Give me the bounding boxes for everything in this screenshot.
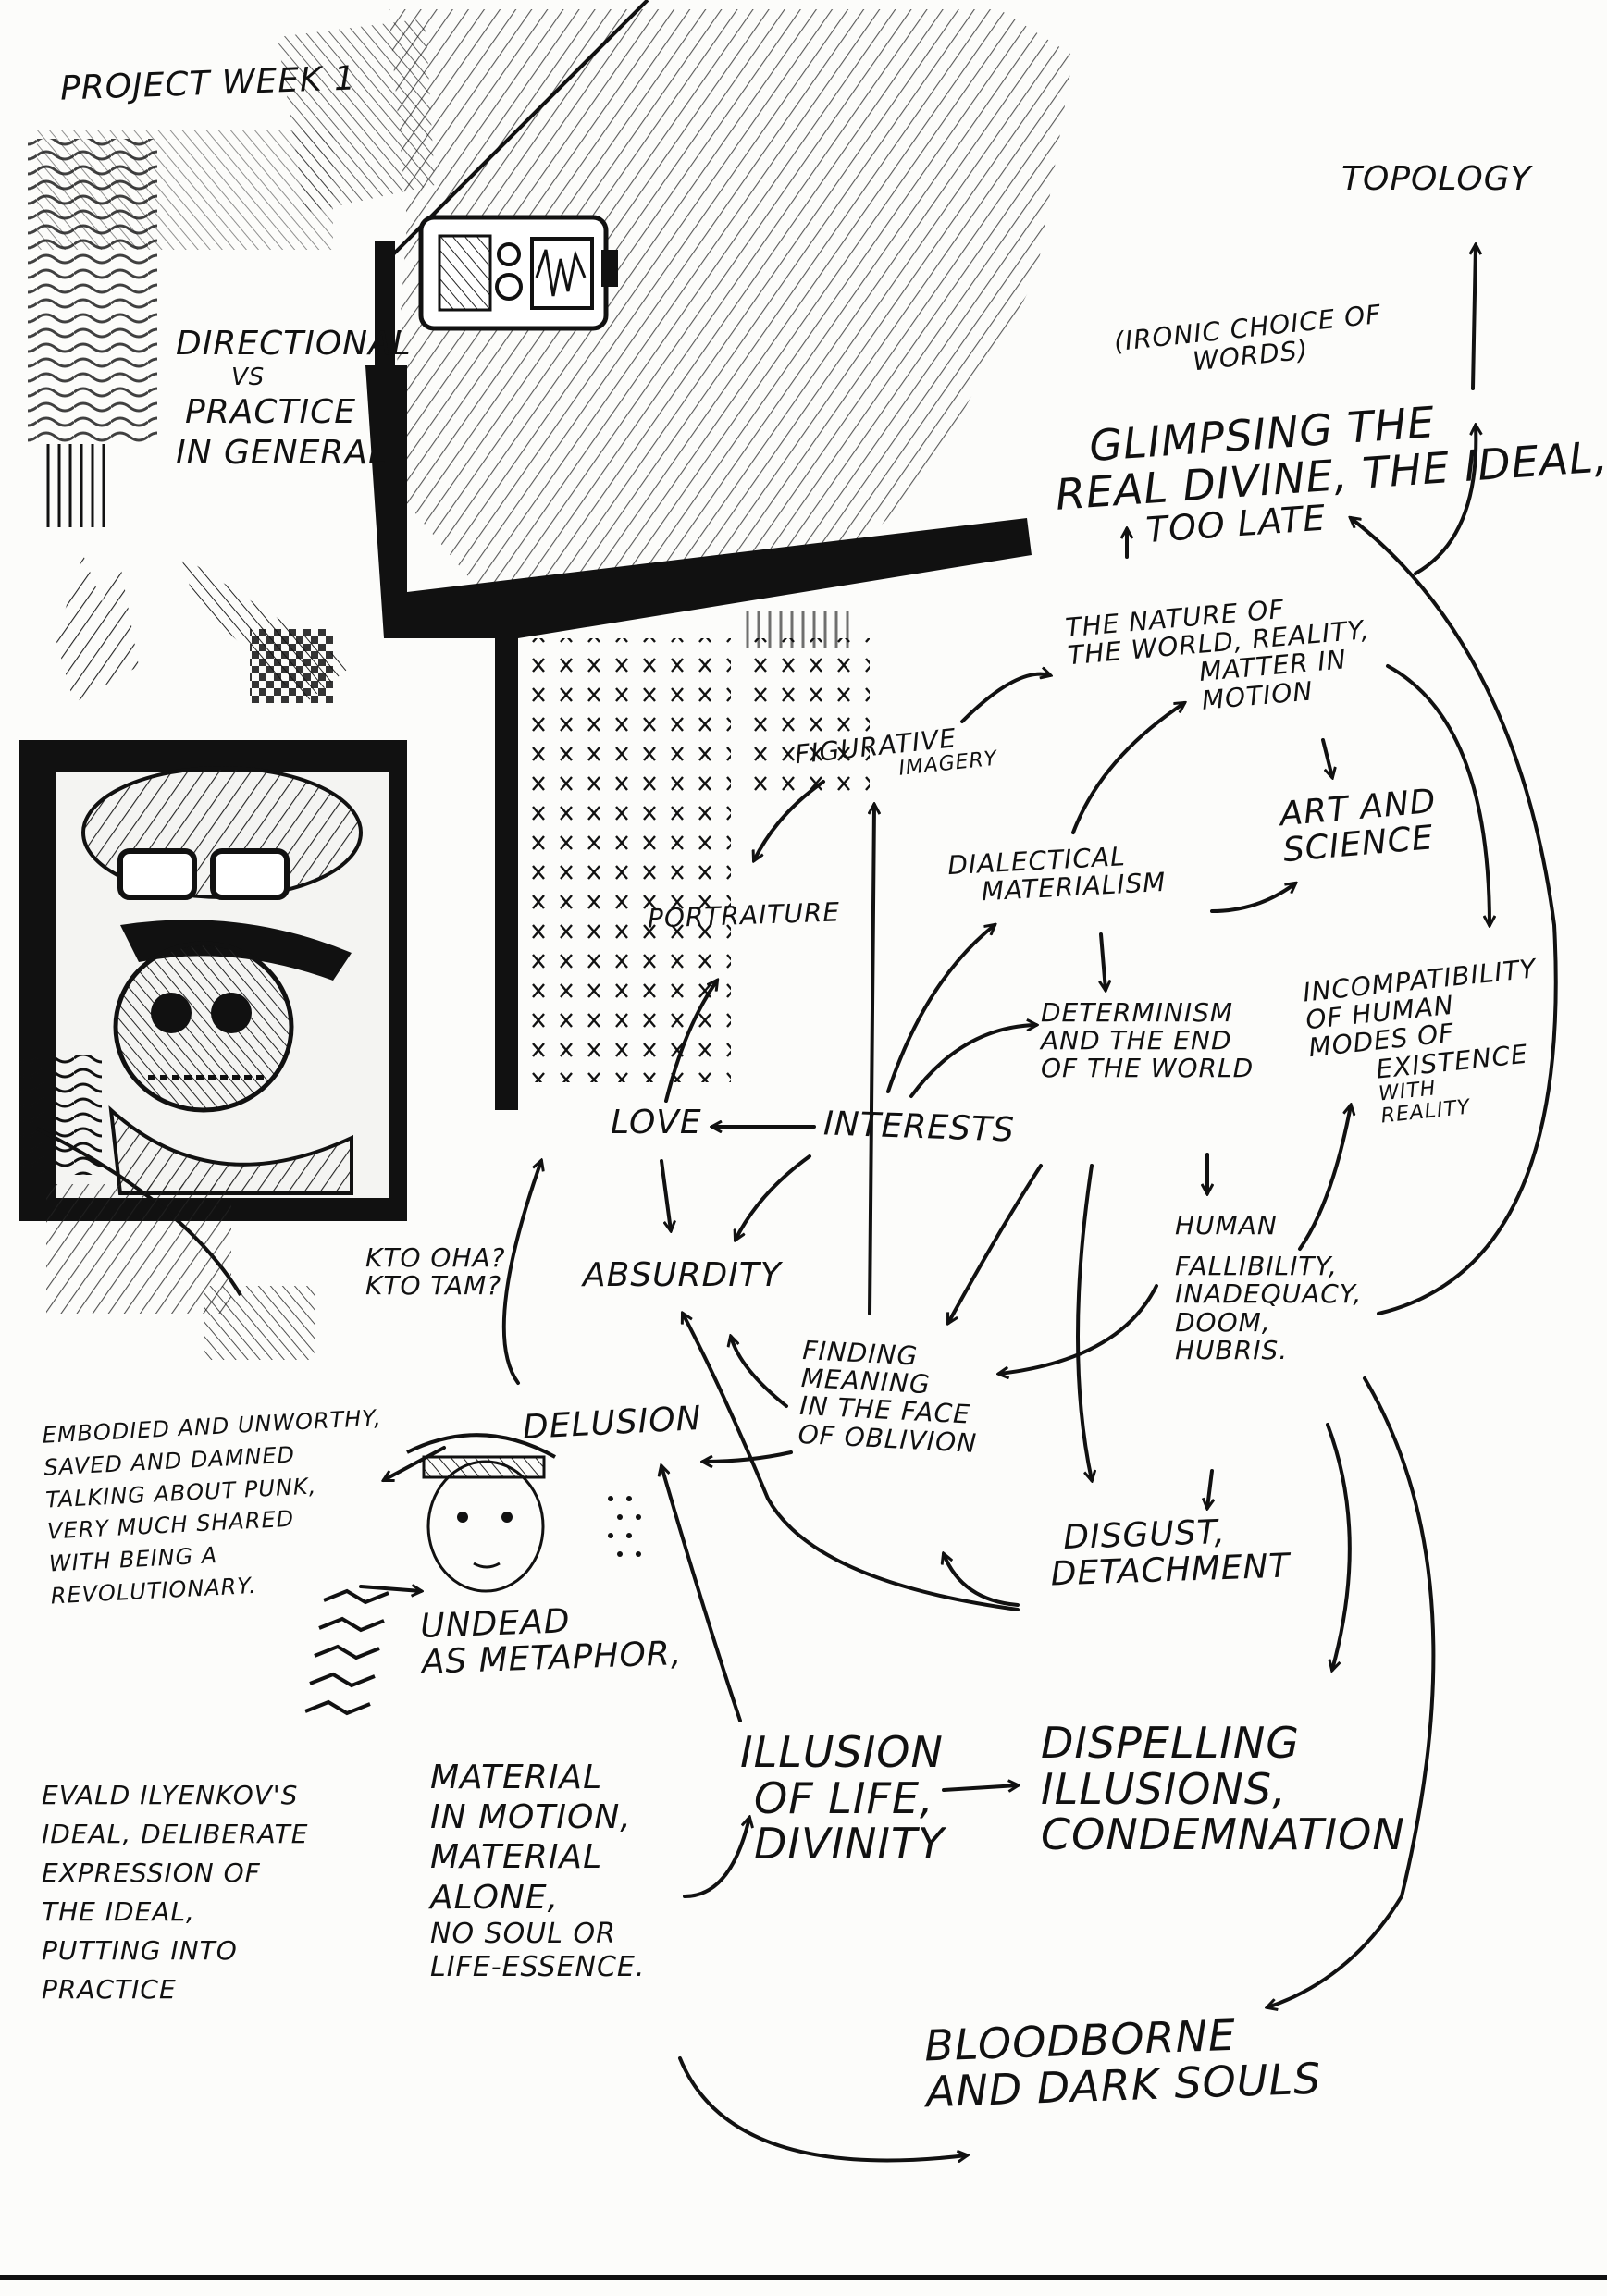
arrow-delusion-to-love xyxy=(501,1161,541,1385)
arrow-nature-to-artscience xyxy=(1321,738,1332,777)
diagram-connectors xyxy=(359,245,1558,2160)
arrow-love-to-absurdity xyxy=(660,1159,671,1230)
node-love: LOVE xyxy=(611,1104,702,1142)
arrow-glimpsing-to-topology-curve xyxy=(1414,426,1476,575)
node-bloodborne-dark-souls: BLOODBORNE AND DARK SOULS xyxy=(923,2009,1323,2117)
node-illusion-of-life: ILLUSION OF LIFE, DIVINITY xyxy=(740,1727,946,1870)
arrow-love-to-portraiture xyxy=(664,981,717,1103)
face-drawing xyxy=(406,1433,556,1593)
node-human-fallibility: HUMAN FALLIBILITY, INADEQUACY, DOOM, HUB… xyxy=(1175,1210,1363,1365)
arrow-nature-to-incompat xyxy=(1386,664,1490,925)
node-incompatibility: INCOMPATIBILITY OF HUMAN MODES OF EXISTE… xyxy=(1301,953,1539,1129)
arrow-glimpsing-loop xyxy=(1351,518,1558,1315)
node-dialectical-materialism: DIALECTICAL MATERIALISM xyxy=(946,841,1168,907)
node-dispelling-illusions: DISPELLING ILLUSIONS, CONDEMNATION xyxy=(1041,1718,1405,1860)
arrow-dialectical-to-artscience xyxy=(1210,883,1295,913)
arrow-figurative-to-portraiture xyxy=(754,780,825,860)
arrow-illusion-to-dispelling xyxy=(942,1785,1018,1790)
arrow-disgust-to-finding xyxy=(944,1554,1020,1607)
node-absurdity: ABSURDITY xyxy=(583,1256,782,1294)
arrow-material-to-bloodborne xyxy=(678,2056,967,2160)
arrow-interests-to-dialectical xyxy=(886,925,995,1093)
node-evald-ilyenkov: EVALD ILYENKOV'S IDEAL, DELIBERATE EXPRE… xyxy=(42,1780,309,2005)
node-interests: INTERESTS xyxy=(822,1105,1016,1150)
arrow-determinism-to-finding xyxy=(946,1164,1043,1323)
arrow-finding-to-delusion xyxy=(703,1450,793,1462)
arrow-human-to-disgust xyxy=(1207,1469,1212,1508)
node-finding-meaning: FINDING MEANING IN THE FACE OF OBLIVION xyxy=(797,1335,978,1459)
node-undead-metaphor: UNDEAD AS METAPHOR, xyxy=(419,1602,683,1682)
note-embodied-unworthy: EMBODIED AND UNWORTHY, SAVED AND DAMNED … xyxy=(41,1404,383,1610)
node-material-in-motion: MATERIAL IN MOTION, MATERIAL ALONE, NO S… xyxy=(430,1759,646,1983)
arrow-interests-to-figurative xyxy=(870,805,874,1315)
arrow-undead-pointer xyxy=(359,1586,421,1591)
arrow-human-to-bloodborne xyxy=(1267,1376,1436,2007)
arrow-human-to-finding xyxy=(999,1284,1158,1374)
arrow-illusion-to-delusion xyxy=(661,1466,742,1722)
arrow-human-to-incompat xyxy=(1298,1105,1351,1251)
arrow-interests-to-determinism xyxy=(909,1025,1036,1098)
node-disgust-detachment: DISGUST, DETACHMENT xyxy=(1050,1512,1292,1594)
arrow-dialectical-to-nature xyxy=(1071,703,1184,834)
arrow-determinism-to-disgust xyxy=(1076,1164,1092,1480)
node-portraiture: PORTRAITURE xyxy=(647,896,841,934)
arrow-figurative-to-nature xyxy=(960,674,1050,723)
dots-texture xyxy=(608,1496,641,1557)
arrow-embodied-pointer xyxy=(384,1446,446,1480)
node-topology: TOPOLOGY xyxy=(1341,160,1532,198)
arrow-finding-to-absurdity xyxy=(731,1337,788,1408)
arrow-dialectical-to-determinism xyxy=(1101,932,1106,990)
node-determinism: DETERMINISM AND THE END OF THE WORLD xyxy=(1041,997,1255,1084)
note-kto: KTO OHA? KTO TAM? xyxy=(365,1242,506,1302)
skull-figure-drawing xyxy=(81,766,363,1195)
note-directional: DIRECTIONAL VS PRACTICE IN GENERAL xyxy=(176,325,412,472)
radio-drawing xyxy=(418,215,618,331)
arrow-disgust-to-absurdity xyxy=(683,1314,1020,1611)
arrow-human-to-dispelling xyxy=(1326,1423,1352,1670)
node-art-and-science: ART AND SCIENCE xyxy=(1278,782,1439,870)
arrow-interests-to-absurdity xyxy=(736,1154,811,1240)
arrow-to-topology xyxy=(1473,245,1476,390)
arrow-material-to-illusion xyxy=(683,1818,749,1898)
